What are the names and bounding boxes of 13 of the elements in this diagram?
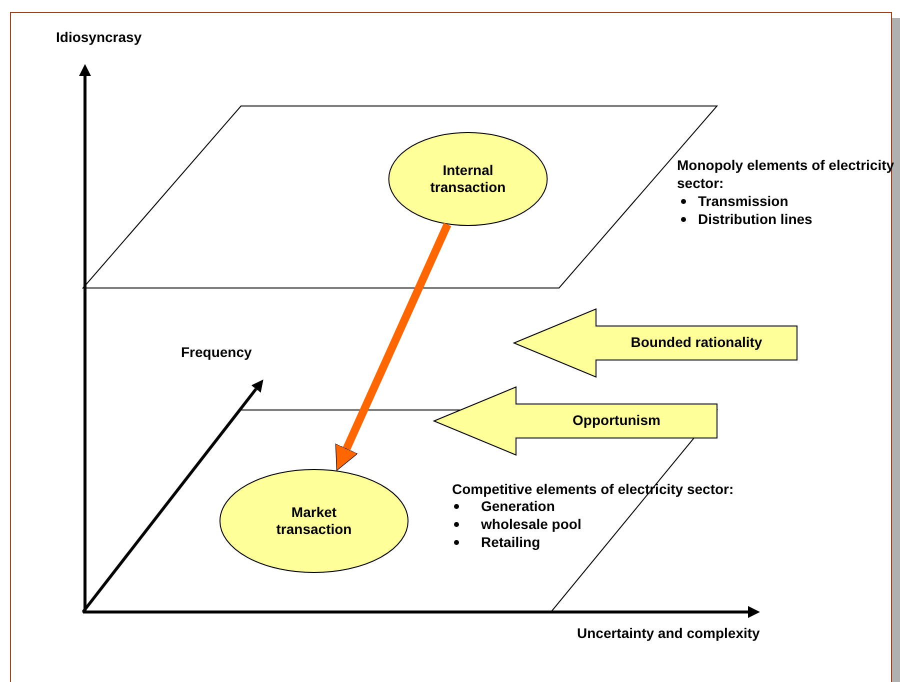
text-label: Generation: [481, 497, 555, 516]
node-label: Internal transaction: [429, 162, 507, 196]
node-label: Market transaction: [275, 504, 353, 538]
node-label: Opportunism: [572, 412, 660, 430]
text-label: Transmission: [698, 192, 788, 210]
text-label: Retailing: [481, 533, 540, 552]
text-label: wholesale pool: [481, 515, 582, 534]
arrow: [335, 222, 452, 471]
text-label: Idiosyncrasy: [56, 28, 142, 46]
text-label: Frequency: [181, 343, 252, 362]
text-label: Distribution lines: [698, 210, 812, 228]
node-label: Bounded rationality: [630, 334, 762, 352]
text-label: Uncertainty and complexity: [577, 624, 760, 642]
